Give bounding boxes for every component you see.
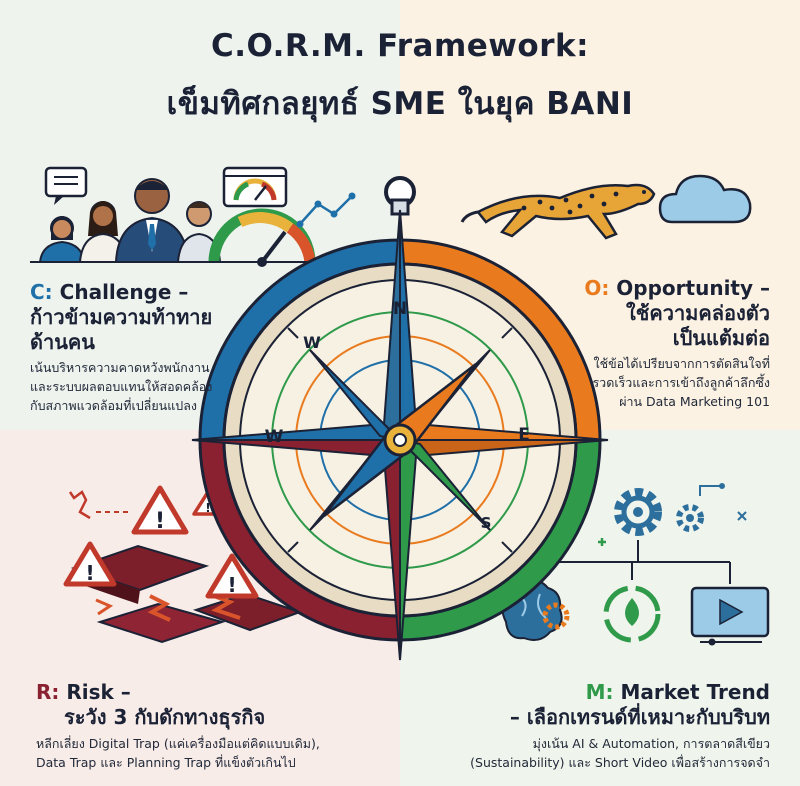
opportunity-heading-line1: Opportunity – bbox=[616, 276, 770, 300]
svg-text:!: ! bbox=[85, 561, 94, 585]
opportunity-heading: O: Opportunity – ใช้ความคล่องตัว เป็นแต้… bbox=[520, 276, 770, 351]
risk-heading: R: Risk – ระวัง 3 กับดักทางธุรกิจ bbox=[36, 680, 316, 730]
challenge-body: เน้นบริหารความคาดหวังพนักงาน และระบบผลตอ… bbox=[30, 358, 280, 415]
challenge-heading-line3: ด้านคน bbox=[30, 330, 95, 354]
cheetah-icon bbox=[460, 183, 656, 240]
market-body: มุ่งเน้น AI & Automation, การตลาดสีเขียว… bbox=[430, 734, 770, 772]
compass-nw-label: W bbox=[303, 333, 321, 352]
risk-heading-line1: Risk – bbox=[66, 680, 131, 704]
compass-east-label: E bbox=[518, 425, 530, 445]
market-body-line1: มุ่งเน้น AI & Automation, การตลาดสีเขียว bbox=[532, 736, 770, 751]
page-subtitle: เข็มทิศกลยุทธ์ SME ในยุค BANI bbox=[166, 86, 634, 122]
challenge-heading-line1: Challenge – bbox=[59, 280, 189, 304]
svg-text:!: ! bbox=[155, 509, 165, 534]
challenge-heading-line2: ก้าวข้ามความท้าทาย bbox=[30, 305, 213, 329]
opportunity-heading-line2: ใช้ความคล่องตัว bbox=[626, 301, 770, 325]
gauge-icon bbox=[30, 166, 356, 267]
risk-heading-line2: ระวัง 3 กับดักทางธุรกิจ bbox=[64, 705, 266, 729]
cloud-icon bbox=[658, 174, 752, 224]
challenge-key: C: bbox=[30, 280, 53, 304]
market-body-line2: (Sustainability) และ Short Video เพื่อสร… bbox=[470, 755, 770, 770]
svg-text:!: ! bbox=[227, 573, 236, 597]
market-heading: M: Market Trend – เลือกเทรนด์ที่เหมาะกับ… bbox=[450, 680, 770, 730]
challenge-body-line3: กับสภาพแวดล้อมที่เปลี่ยนแปลง bbox=[30, 398, 197, 413]
market-heading-line2: – เลือกเทรนด์ที่เหมาะกับบริบท bbox=[509, 705, 770, 729]
challenge-heading: C: Challenge – ก้าวข้ามความท้าทาย ด้านคน bbox=[30, 280, 270, 355]
compass-west-label: W bbox=[265, 427, 284, 447]
opportunity-body-line1: ใช้ข้อได้เปรียบจากการตัดสินใจที่ bbox=[593, 356, 770, 371]
page-title: C.O.R.M. Framework: bbox=[210, 28, 590, 64]
risk-body-line2: Data Trap และ Planning Trap ที่แข็งตัวเก… bbox=[36, 755, 296, 770]
challenge-body-line2: และระบบผลตอบแทนให้สอดคล้อง bbox=[30, 379, 213, 394]
opportunity-heading-line3: เป็นแต้มต่อ bbox=[672, 326, 770, 350]
svg-text:!: ! bbox=[205, 501, 210, 515]
risk-body: หลีกเลี่ยง Digital Trap (แค่เครื่องมือแต… bbox=[36, 734, 376, 772]
warning-icon: ! ! ! ! bbox=[63, 485, 304, 644]
people-icon bbox=[38, 166, 222, 263]
opportunity-body: ใช้ข้อได้เปรียบจากการตัดสินใจที่ รวดเร็ว… bbox=[530, 354, 770, 411]
market-heading-line1: Market Trend bbox=[620, 680, 770, 704]
market-key: M: bbox=[585, 680, 614, 704]
compass-north-label: N bbox=[393, 299, 407, 319]
opportunity-key: O: bbox=[584, 276, 610, 300]
risk-key: R: bbox=[36, 680, 60, 704]
compass-icon bbox=[191, 176, 609, 661]
market-trend-icon bbox=[501, 483, 770, 646]
risk-body-line1: หลีกเลี่ยง Digital Trap (แค่เครื่องมือแต… bbox=[36, 736, 320, 751]
challenge-body-line1: เน้นบริหารความคาดหวังพนักงาน bbox=[30, 360, 210, 375]
compass-south-label: S bbox=[481, 514, 492, 532]
opportunity-body-line2: รวดเร็วและการเข้าถึงลูกค้าลึกซึ้ง bbox=[592, 375, 770, 390]
opportunity-body-line3: ผ่าน Data Marketing 101 bbox=[619, 394, 770, 409]
